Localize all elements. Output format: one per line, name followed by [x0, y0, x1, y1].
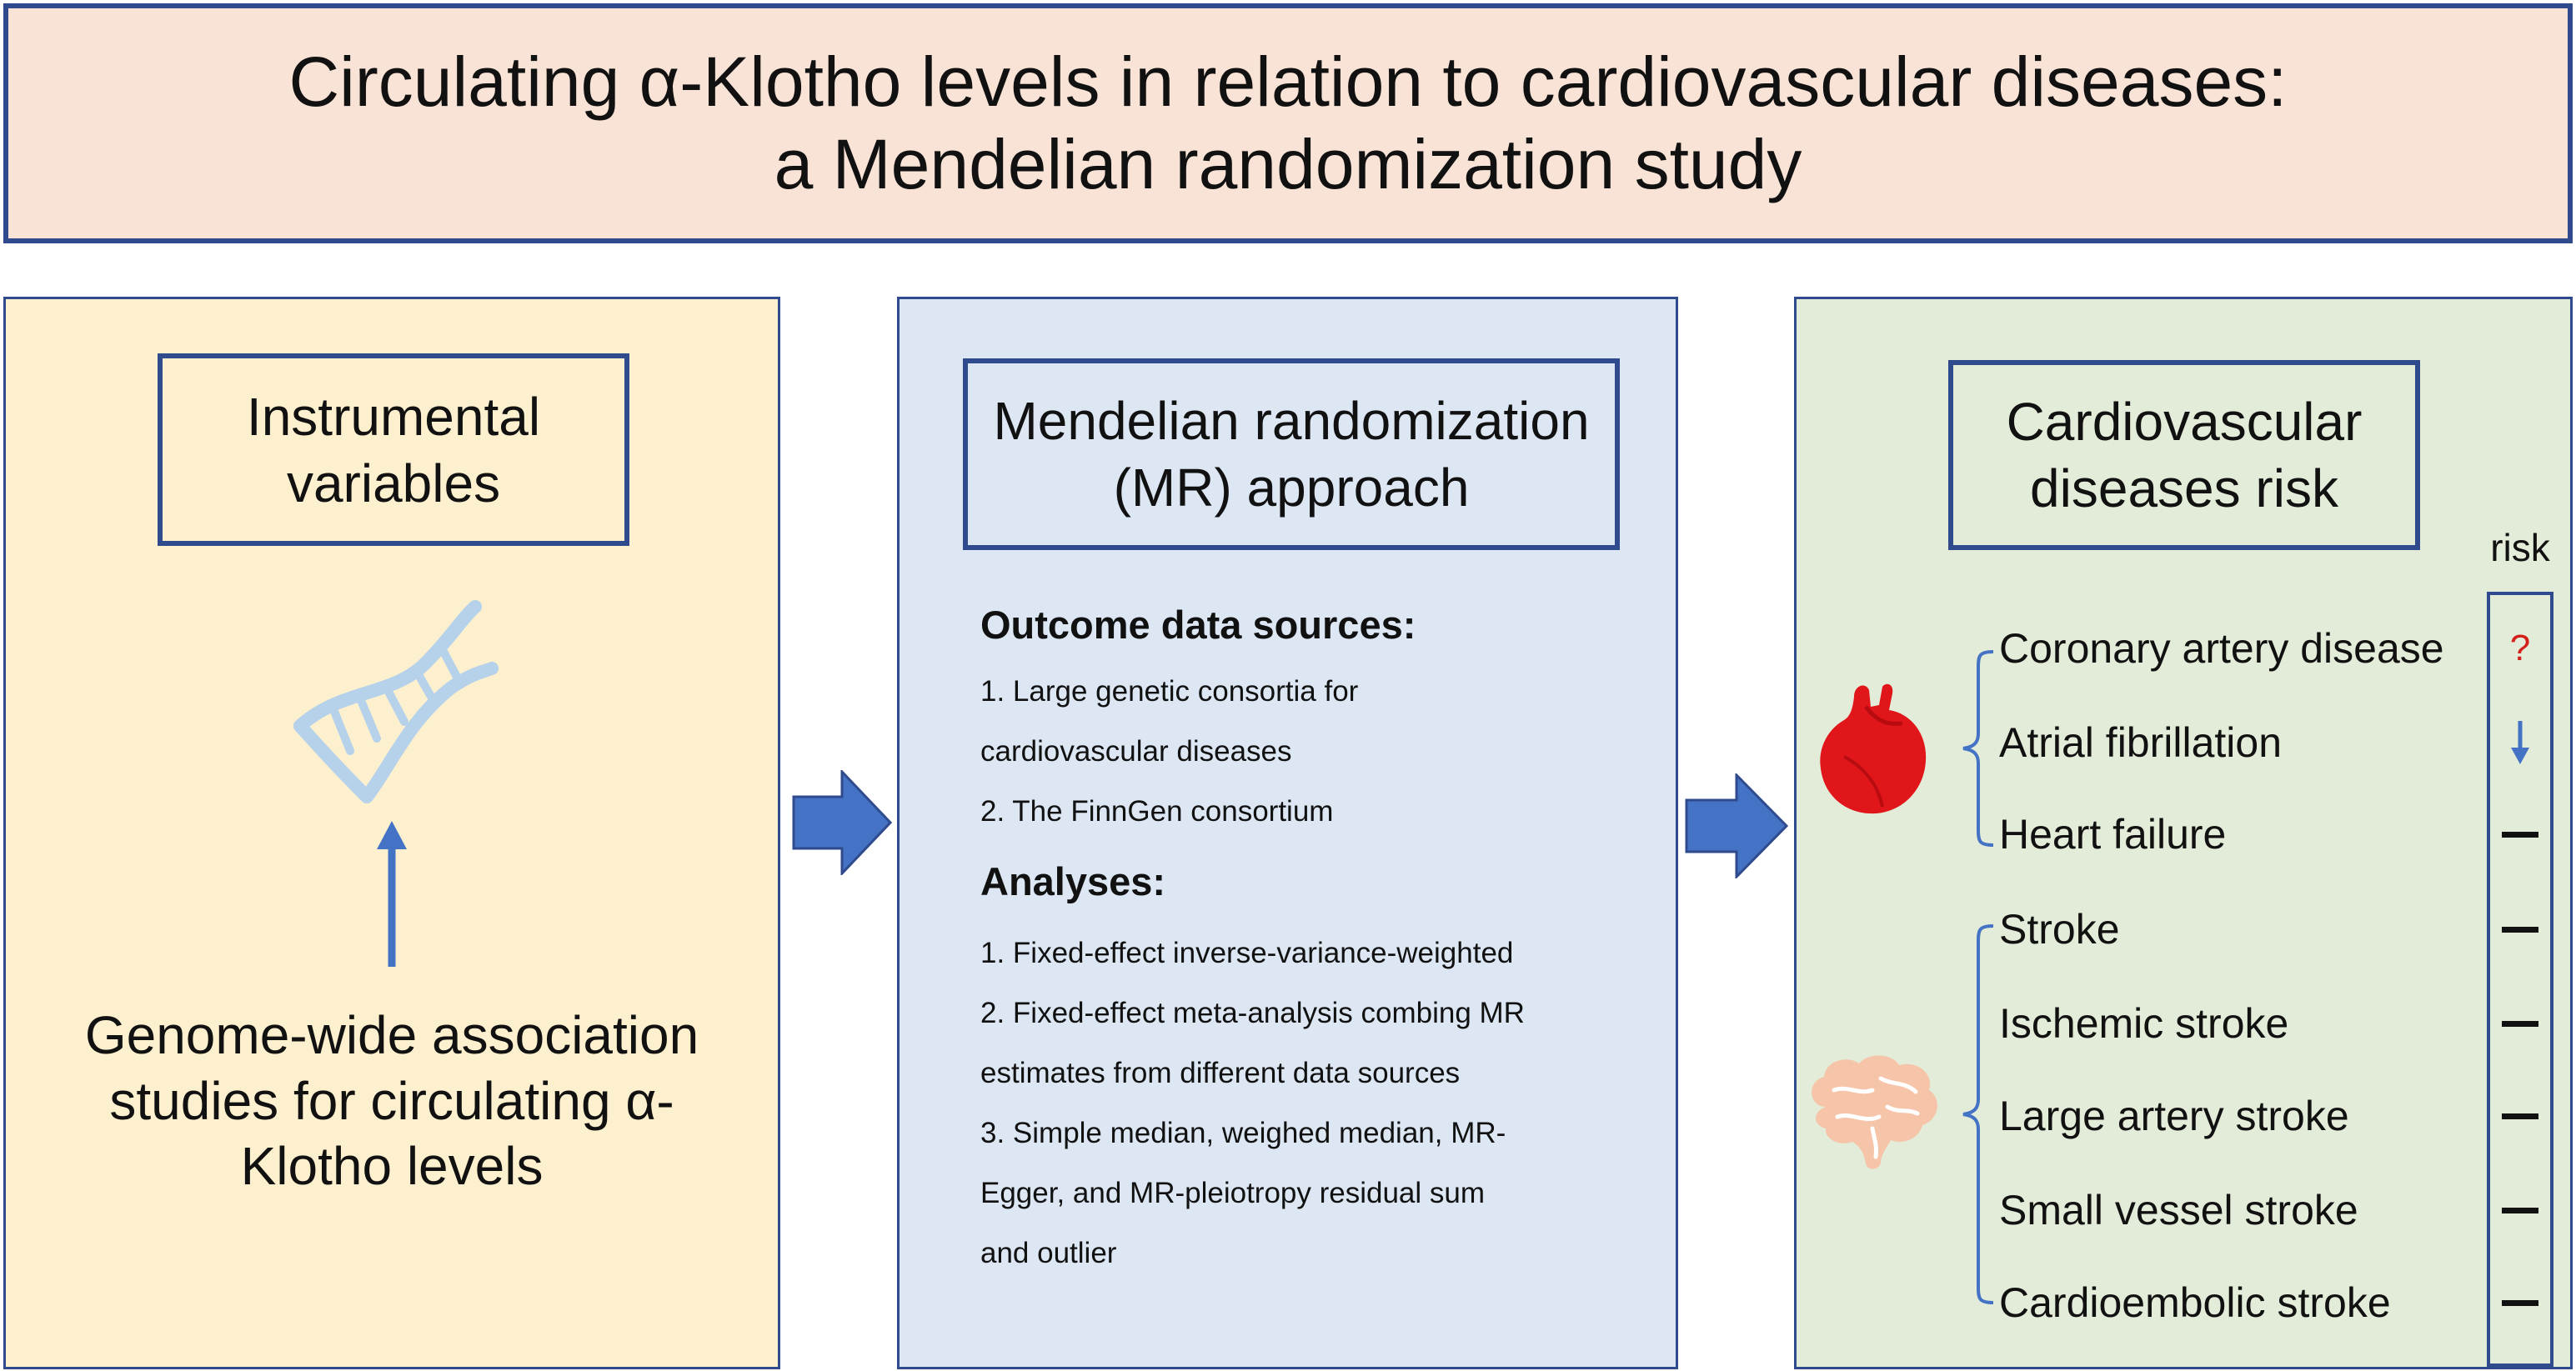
flow-arrow-icon	[1685, 773, 1788, 878]
dash-icon	[2502, 1020, 2538, 1027]
disease-label: Coronary artery disease	[1999, 625, 2444, 672]
diagram-title: Circulating α-Klotho levels in relation …	[288, 41, 2287, 206]
cvd-heading-line-2: diseases risk	[2030, 458, 2338, 518]
mr-approach-panel	[897, 297, 1678, 1369]
question-mark-icon: ?	[2509, 628, 2531, 668]
gwas-line-1: Genome-wide association	[84, 1005, 699, 1065]
risk-decreased-marker	[2487, 718, 2553, 768]
risk-null-marker	[2487, 998, 2553, 1048]
title-line-2: a Mendelian randomization study	[774, 125, 1802, 203]
cardiovascular-risk-heading: Cardiovascular diseases risk	[1948, 360, 2420, 550]
risk-column	[2487, 592, 2553, 1367]
analyses-heading: Analyses:	[980, 859, 1166, 903]
dash-icon	[2502, 926, 2538, 933]
brain-icon	[1812, 1055, 1937, 1169]
cvd-heading-line-1: Cardiovascular	[2006, 392, 2363, 452]
stroke-group-bracket	[1962, 924, 1994, 1304]
gwas-line-3: Klotho levels	[240, 1136, 544, 1197]
list-item: and outlier	[980, 1237, 1117, 1269]
iv-heading-line-1: Instrumental	[246, 386, 541, 447]
flow-arrow-icon	[792, 770, 892, 875]
list-item: cardiovascular diseases	[980, 735, 1292, 768]
list-item: 2. The FinnGen consortium	[980, 795, 1334, 828]
heart-icon	[1820, 683, 1927, 814]
cardiovascular-risk-panel	[1794, 297, 2573, 1369]
mr-heading-line-1: Mendelian randomization	[993, 391, 1590, 451]
title-line-1: Circulating α-Klotho levels in relation …	[288, 42, 2288, 121]
risk-null-marker	[2487, 1091, 2553, 1141]
gwas-line-2: studies for circulating α-	[109, 1070, 674, 1131]
analyses-list: 1. Fixed-effect inverse-variance-weighte…	[980, 923, 1631, 1283]
disease-label: Heart failure	[1999, 811, 2227, 858]
disease-label: Large artery stroke	[1999, 1093, 2349, 1139]
list-item: 2. Fixed-effect meta-analysis combing MR	[980, 997, 1525, 1029]
dash-icon	[2502, 831, 2538, 838]
gwas-source-text: Genome-wide association studies for circ…	[50, 1003, 734, 1199]
disease-label: Atrial fibrillation	[1999, 719, 2283, 766]
risk-unclear-marker: ?	[2487, 623, 2553, 673]
mr-heading-line-2: (MR) approach	[1113, 458, 1470, 518]
outcome-sources-heading: Outcome data sources:	[980, 603, 1416, 647]
iv-heading-line-2: variables	[286, 453, 501, 513]
title-banner: Circulating α-Klotho levels in relation …	[3, 3, 2573, 243]
list-item: estimates from different data sources	[980, 1057, 1461, 1089]
mr-approach-heading: Mendelian randomization (MR) approach	[963, 358, 1620, 550]
list-item: Egger, and MR-pleiotropy residual sum	[980, 1177, 1486, 1209]
risk-null-marker	[2487, 1185, 2553, 1235]
up-arrow-icon	[377, 821, 407, 967]
list-item: 1. Fixed-effect inverse-variance-weighte…	[980, 937, 1514, 969]
risk-column-label: risk	[2490, 526, 2550, 569]
risk-null-marker	[2487, 1278, 2553, 1328]
dash-icon	[2502, 1299, 2538, 1306]
dash-icon	[2502, 1207, 2538, 1213]
disease-label: Cardioembolic stroke	[1999, 1279, 2391, 1326]
dash-icon	[2502, 1113, 2538, 1119]
disease-label: Small vessel stroke	[1999, 1187, 2358, 1233]
list-item: 3. Simple median, weighed median, MR-	[980, 1117, 1506, 1149]
dna-icon	[293, 600, 499, 803]
instrumental-variables-heading: Instrumental variables	[158, 353, 629, 546]
heart-group-bracket	[1962, 650, 1994, 847]
disease-label: Stroke	[1999, 906, 2120, 953]
risk-null-marker	[2487, 904, 2553, 954]
disease-label: Ischemic stroke	[1999, 1000, 2289, 1047]
risk-null-marker	[2487, 809, 2553, 859]
list-item: 1. Large genetic consortia for	[980, 675, 1359, 708]
outcome-sources-list: 1. Large genetic consortia for cardiovas…	[980, 662, 1631, 842]
down-arrow-icon	[2511, 721, 2529, 764]
